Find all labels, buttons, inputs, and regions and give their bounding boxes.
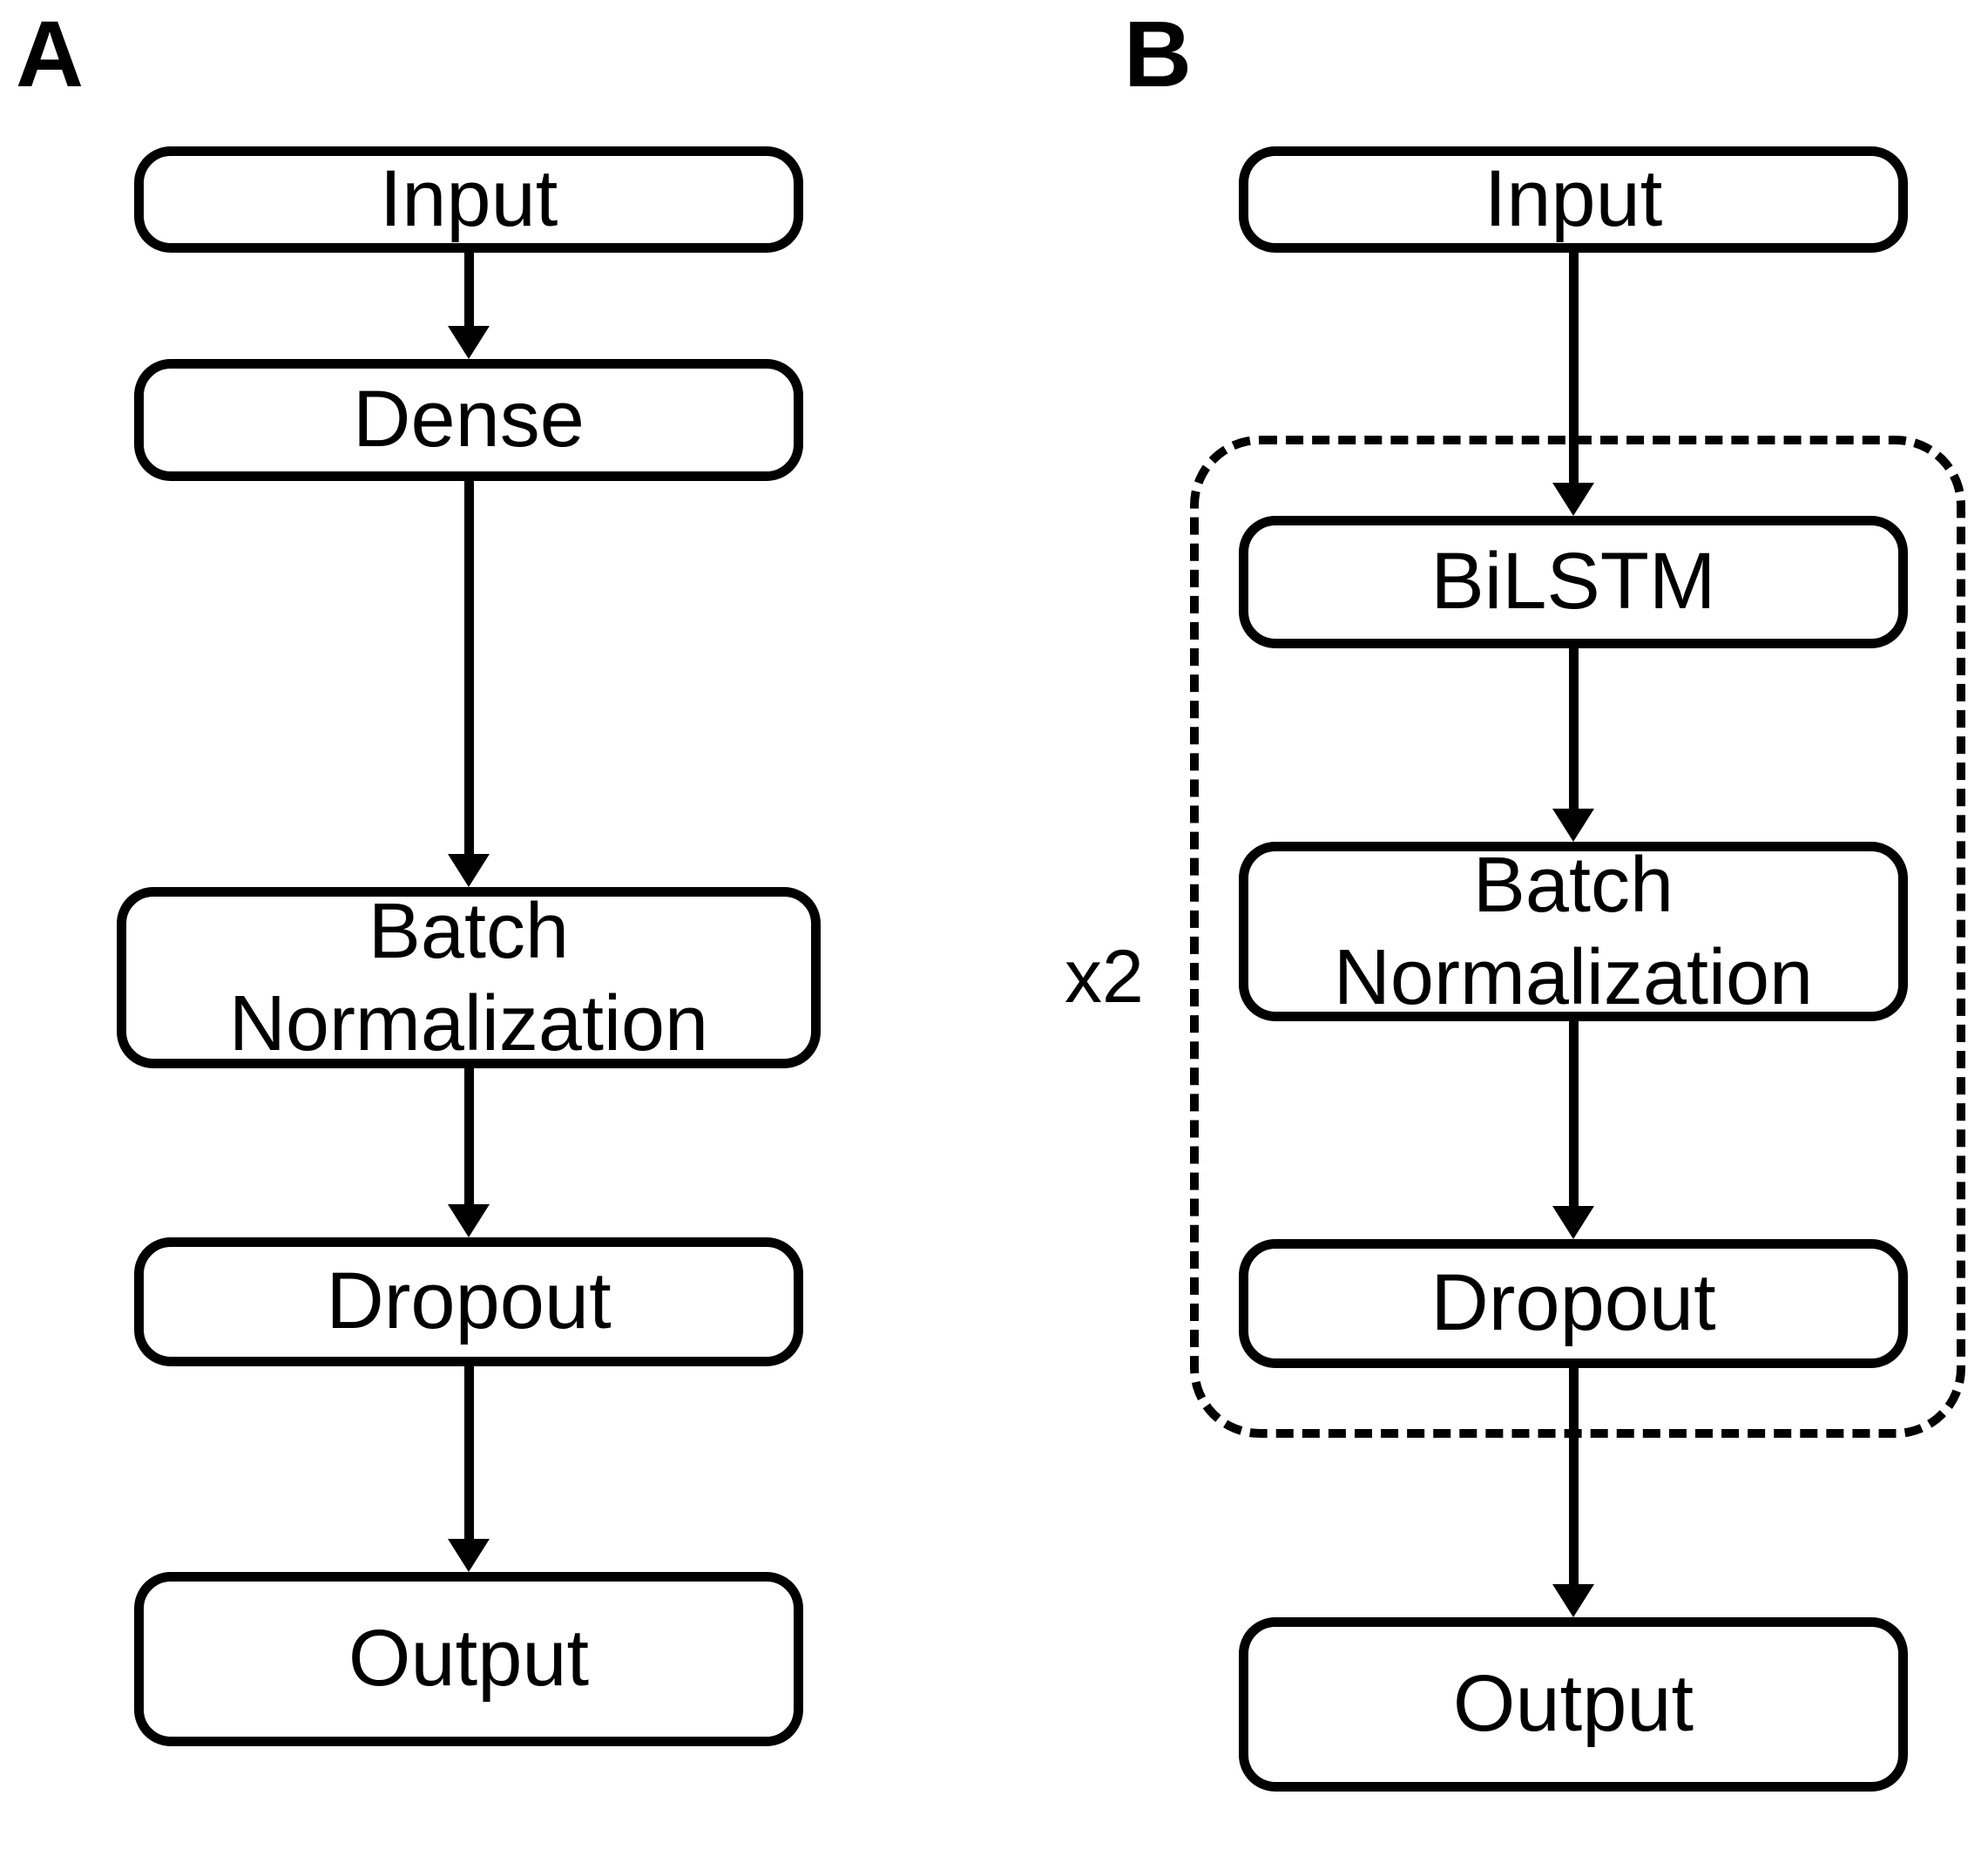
node-label: Dropout (1430, 1258, 1716, 1348)
node-output-panel-a[interactable]: Output (134, 1572, 803, 1746)
node-label: Input (1484, 154, 1663, 244)
node-label: Batch Normalization (228, 887, 709, 1067)
node-dropout-panel-b[interactable]: Dropout (1239, 1239, 1908, 1368)
panel-letter-a: A (16, 1, 84, 106)
node-dropout-panel-a[interactable]: Dropout (134, 1237, 803, 1366)
node-label: Input (379, 154, 558, 244)
node-label: BiLSTM (1430, 537, 1716, 627)
arrow-batchnorm-to-dropout-panel-b (1239, 1021, 1908, 1239)
node-dense-panel-a[interactable]: Dense (134, 359, 803, 481)
arrow-dropout-to-output-panel-a (134, 1366, 803, 1572)
arrow-input-to-bilstm-panel-b (1239, 253, 1908, 516)
arrow-dense-to-batchnorm-panel-a (134, 481, 803, 887)
repeat-count-label: x2 (1065, 935, 1144, 1019)
arrow-dropout-to-output-panel-b (1239, 1368, 1908, 1617)
arrow-batchnorm-to-dropout-panel-a (134, 1068, 803, 1237)
arrow-bilstm-to-batchnorm-panel-b (1239, 648, 1908, 842)
node-input-panel-b[interactable]: Input (1239, 146, 1908, 253)
node-label: Dense (353, 375, 585, 464)
node-output-panel-b[interactable]: Output (1239, 1617, 1908, 1792)
node-label: Output (1452, 1659, 1694, 1749)
node-input-panel-a[interactable]: Input (134, 146, 803, 253)
node-label: Batch Normalization (1333, 841, 1814, 1021)
node-label: Dropout (326, 1257, 612, 1346)
arrow-input-to-dense-panel-a (134, 253, 803, 359)
panel-letter-b: B (1124, 1, 1192, 106)
node-batch-normalization-panel-a[interactable]: Batch Normalization (117, 887, 821, 1068)
node-batch-normalization-panel-b[interactable]: Batch Normalization (1239, 842, 1908, 1021)
node-label: Output (348, 1614, 590, 1704)
node-bilstm-panel-b[interactable]: BiLSTM (1239, 516, 1908, 648)
